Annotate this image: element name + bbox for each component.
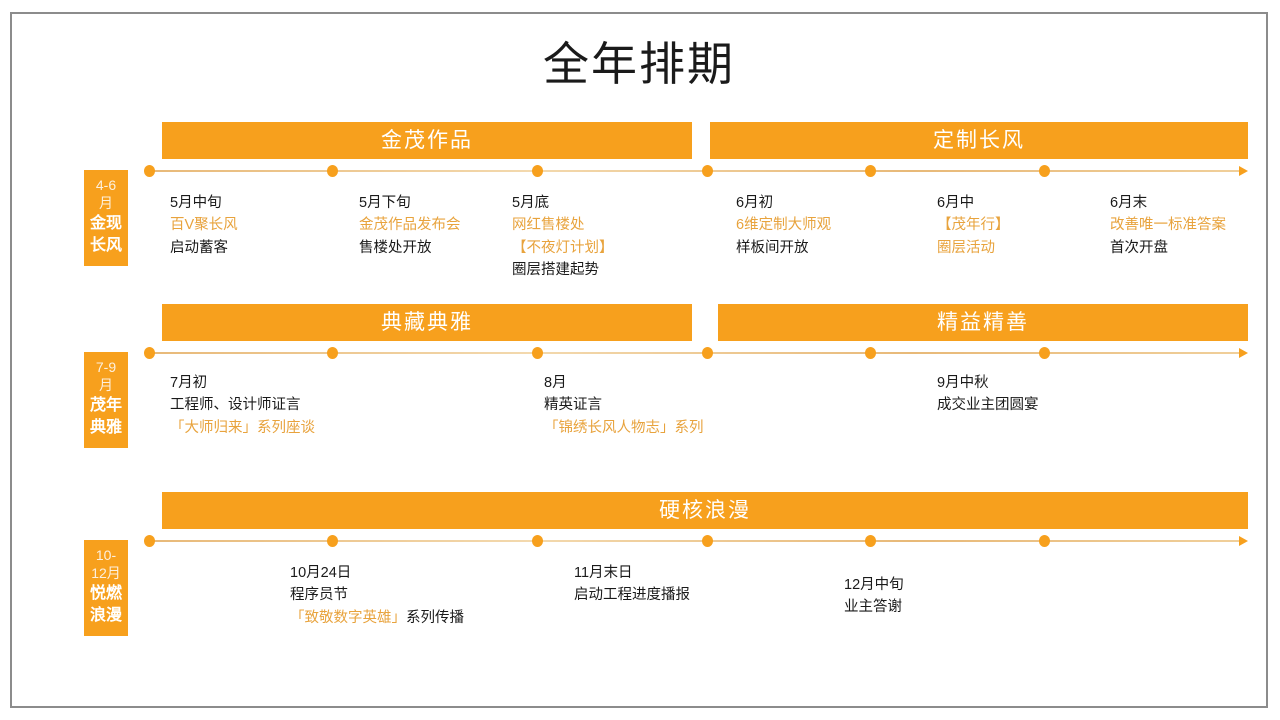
period-chip-months: 4-6 — [95, 177, 117, 193]
milestone-dot[interactable] — [702, 165, 713, 177]
period-chip-name: 金现 — [89, 215, 122, 233]
milestone-event-highlight: 「致敬数字英雄」 — [290, 609, 406, 626]
milestone-event-line: 工程师、设计师证言 — [170, 397, 301, 414]
period-chip-months: 7-9 — [95, 359, 117, 375]
milestone-event-line: 圈层活动 — [937, 239, 995, 256]
milestone-dot[interactable] — [532, 165, 543, 177]
milestone-event: 6月末改善唯一标准答案首次开盘 — [1110, 192, 1226, 259]
timeline-row: 硬核浪漫 10-12月悦燃浪漫 10月24日程序员节「致敬数字英雄」系列传播 11月末… — [12, 492, 1266, 662]
period-chip-name: 悦燃 — [89, 585, 122, 603]
milestone-event-line: 9月中秋 — [937, 375, 989, 391]
milestone-event: 6月中【茂年行】圈层活动 — [937, 192, 1010, 259]
milestone-dot[interactable] — [144, 347, 155, 359]
milestone-event-line: 7月初 — [170, 375, 208, 391]
milestone-event-line: 11月末日 — [574, 565, 633, 581]
milestone-event-line: 6月初 — [736, 195, 774, 211]
page-title: 全年排期 — [543, 38, 735, 90]
period-chip-months: 月 — [99, 194, 113, 211]
milestone-event: 8月精英证言「锦绣长风人物志」系列 — [544, 372, 704, 439]
milestone-event-line: 成交业主团圆宴 — [937, 397, 1039, 414]
milestone-event: 6月初 6维定制大师观样板间开放 — [736, 192, 831, 259]
period-chip-months: 月 — [99, 376, 113, 393]
milestone-dot[interactable] — [327, 535, 338, 547]
milestone-dot[interactable] — [865, 165, 876, 177]
milestone-dot[interactable] — [865, 535, 876, 547]
milestone-event-line: 圈层搭建起势 — [512, 262, 599, 279]
timeline-arrow-icon — [1239, 536, 1248, 546]
milestone-event-line: 样板间开放 — [736, 239, 809, 256]
milestone-event-line: 【不夜灯计划】 — [512, 239, 614, 256]
timeline-axis — [149, 352, 1239, 354]
milestone-event-line: 5月中旬 — [170, 195, 222, 211]
milestone-event-line: 【茂年行】 — [937, 217, 1010, 234]
milestone-dot[interactable] — [532, 347, 543, 359]
milestone-event-line: 「锦绣长风人物志」系列 — [544, 419, 704, 436]
period-chip-months: 12月 — [91, 564, 121, 581]
phase-banner: 典藏典雅 — [162, 304, 692, 341]
milestone-event-line: 启动蓄客 — [170, 239, 228, 256]
milestone-event-line: 6维定制大师观 — [736, 217, 832, 234]
milestone-event: 12月中旬业主答谢 — [844, 574, 904, 619]
milestone-dot[interactable] — [1039, 347, 1050, 359]
milestone-event-line: 改善唯一标准答案 — [1110, 217, 1226, 234]
timeline-axis — [149, 540, 1239, 542]
period-chip-name: 典雅 — [89, 419, 122, 437]
milestone-dot[interactable] — [327, 165, 338, 177]
period-chip-name: 茂年 — [89, 397, 122, 415]
milestone-event-line: 业主答谢 — [844, 599, 902, 616]
milestone-event-line: 12月中旬 — [844, 577, 904, 593]
milestone-dot[interactable] — [1039, 165, 1050, 177]
milestone-event-plain: 系列传播 — [406, 609, 464, 626]
milestone-event-line: 5月底 — [512, 195, 550, 211]
milestone-event-line: 6月中 — [937, 195, 975, 211]
timeline-arrow-icon — [1239, 166, 1248, 176]
milestone-event: 5月下旬金茂作品发布会售楼处开放 — [359, 192, 461, 259]
milestone-dot[interactable] — [144, 535, 155, 547]
timeline-axis — [149, 170, 1239, 172]
milestone-dot[interactable] — [865, 347, 876, 359]
milestone-dot[interactable] — [702, 535, 713, 547]
milestone-event-line: 10月24日 — [290, 565, 352, 581]
phase-banner: 硬核浪漫 — [162, 492, 1248, 529]
milestone-dot[interactable] — [327, 347, 338, 359]
milestone-event: 11月末日启动工程进度播报 — [574, 562, 690, 607]
milestone-event: 5月中旬百V聚长风启动蓄客 — [170, 192, 238, 259]
milestone-event-line: 启动工程进度播报 — [574, 587, 690, 604]
milestone-event-line: 「致敬数字英雄」系列传播 — [290, 607, 464, 629]
period-chip-name: 长风 — [89, 237, 122, 255]
phase-banner: 精益精善 — [718, 304, 1248, 341]
milestone-event-line: 首次开盘 — [1110, 239, 1168, 256]
milestone-event-line: 6月末 — [1110, 195, 1148, 211]
milestone-event-line: 精英证言 — [544, 397, 602, 414]
milestone-dot[interactable] — [1039, 535, 1050, 547]
timeline-arrow-icon — [1239, 348, 1248, 358]
milestone-event-line: 5月下旬 — [359, 195, 411, 211]
milestone-dot[interactable] — [144, 165, 155, 177]
milestone-event: 7月初工程师、设计师证言「大师归来」系列座谈 — [170, 372, 315, 439]
milestone-event-line: 售楼处开放 — [359, 239, 432, 256]
period-chip: 10-12月悦燃浪漫 — [84, 540, 128, 636]
milestone-event: 10月24日程序员节「致敬数字英雄」系列传播 — [290, 562, 464, 629]
milestone-event-line: 网红售楼处 — [512, 217, 585, 234]
milestone-dot[interactable] — [532, 535, 543, 547]
milestone-event: 9月中秋成交业主团圆宴 — [937, 372, 1039, 417]
milestone-dot[interactable] — [702, 347, 713, 359]
period-chip-name: 浪漫 — [89, 607, 122, 625]
milestone-event-line: 「大师归来」系列座谈 — [170, 419, 315, 436]
milestone-event-line: 百V聚长风 — [170, 217, 238, 234]
milestone-event: 5月底网红售楼处【不夜灯计划】圈层搭建起势 — [512, 192, 614, 282]
milestone-event-line: 金茂作品发布会 — [359, 217, 461, 234]
phase-banner: 定制长风 — [710, 122, 1248, 159]
milestone-event-line: 程序员节 — [290, 587, 348, 604]
period-chip-months: 10- — [95, 547, 117, 563]
milestone-event-line: 8月 — [544, 375, 567, 391]
phase-banner: 金茂作品 — [162, 122, 692, 159]
